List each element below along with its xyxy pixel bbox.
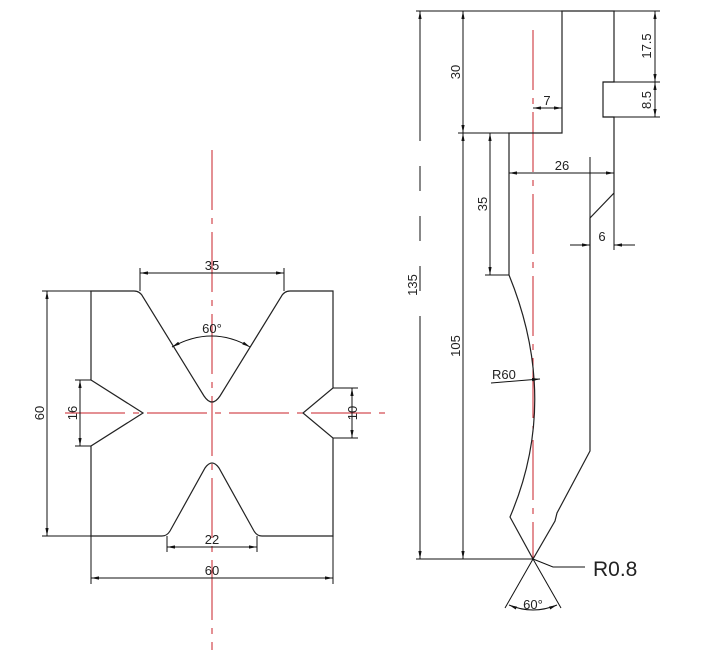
dim-total-height: 135: [405, 274, 420, 296]
dim-width: 60: [205, 563, 219, 578]
dim-tip-angle: 60°: [523, 597, 543, 612]
die-block-view: 35 60° 60 16 10 22 60: [32, 150, 385, 650]
dim-slot: 8.5: [639, 91, 654, 109]
dim-bottom-opening: 22: [205, 532, 219, 547]
dim-chamfer: 6: [598, 229, 605, 244]
dim-step: 35: [475, 197, 490, 211]
dim-left-notch: 16: [65, 406, 80, 420]
dim-height: 60: [32, 406, 47, 420]
dim-offset: 7: [543, 93, 550, 108]
dim-top-opening: 35: [205, 258, 219, 273]
dim-tip-radius: R0.8: [593, 558, 637, 581]
dim-width: 26: [555, 158, 569, 173]
dim-upper: 17.5: [639, 33, 654, 58]
punch-profile-view: 135 30 105 35 7 26 6 17.5 8.5 R60 R0.8 6…: [405, 10, 660, 612]
dim-angle: 60°: [202, 321, 222, 336]
dim-body-height: 105: [448, 335, 463, 357]
dim-radius: R60: [492, 367, 516, 382]
dim-top-height: 30: [448, 65, 463, 79]
punch-outline: [508, 10, 615, 561]
dim-right-notch: 10: [345, 406, 360, 420]
